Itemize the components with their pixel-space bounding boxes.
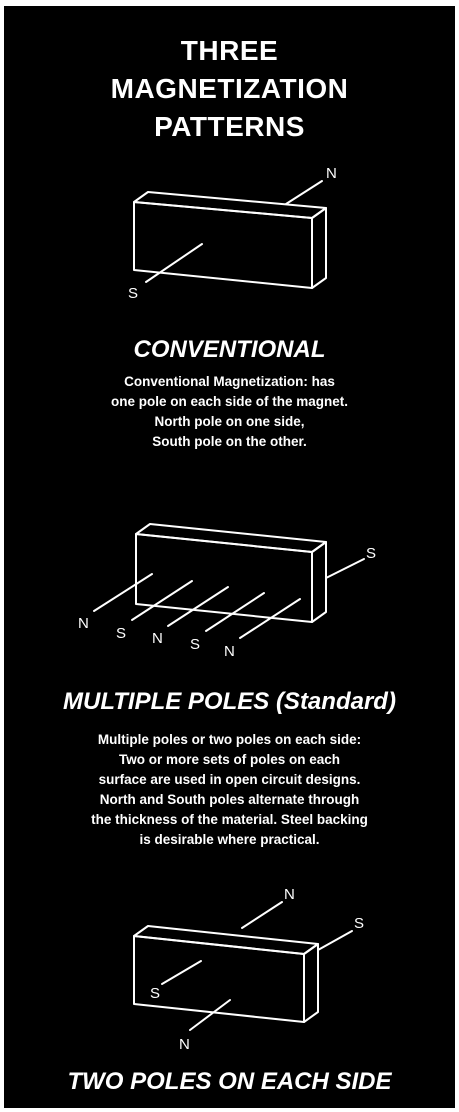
- pole-leader-line: [317, 930, 353, 951]
- pole-leader-line: [241, 901, 283, 929]
- pole-leader-line: [325, 558, 365, 579]
- description-line: Conventional Magnetization: has: [124, 374, 335, 389]
- pole-label-south: S: [366, 545, 376, 562]
- pole-leader-line: [93, 573, 153, 612]
- magnet-side-face: [311, 541, 327, 623]
- pole-label-north: N: [284, 886, 295, 903]
- pole-label-south: S: [150, 985, 160, 1002]
- description-line: South pole on the other.: [152, 434, 307, 449]
- conventional-magnet-diagram: [133, 180, 327, 289]
- pole-label-north: N: [179, 1036, 190, 1053]
- pole-leader-line: [189, 999, 231, 1031]
- pole-label-south: S: [128, 285, 138, 302]
- magnet-diagrams: N S S N S N S N N S S N: [78, 165, 376, 1053]
- pole-leader-line: [167, 586, 229, 627]
- description-line: Two or more sets of poles on each: [118, 752, 341, 767]
- magnet-side-face: [311, 207, 327, 289]
- pole-label-south: S: [190, 636, 200, 653]
- pole-label-south: S: [354, 915, 364, 932]
- description-line: the thickness of the material. Steel bac…: [91, 812, 368, 827]
- pole-leader-line: [239, 598, 301, 639]
- pole-label-south: S: [116, 625, 126, 642]
- description-line: North pole on one side,: [154, 414, 305, 429]
- description-line: surface are used in open circuit designs…: [98, 772, 361, 787]
- pole-label-north: N: [326, 165, 337, 182]
- title-line: MAGNETIZATION: [110, 73, 349, 104]
- pole-label-north: N: [78, 615, 89, 632]
- page-title: THREE MAGNETIZATION PATTERNS: [4, 32, 455, 146]
- pole-leader-line: [285, 180, 323, 205]
- multiple-poles-heading: MULTIPLE POLES (Standard): [63, 688, 396, 715]
- pole-label-north: N: [152, 630, 163, 647]
- magnet-top-face: [135, 523, 327, 553]
- conventional-description: Conventional Magnetization: has one pole…: [4, 372, 455, 452]
- pole-leader-line: [145, 243, 203, 283]
- pole-leader-line: [161, 960, 202, 985]
- description-line: one pole on each side of the magnet.: [110, 394, 349, 409]
- magnetization-panel: THREE MAGNETIZATION PATTERNS: [4, 6, 455, 1108]
- two-poles-heading: TWO POLES ON EACH SIDE: [67, 1068, 392, 1095]
- description-line: is desirable where practical.: [139, 832, 320, 847]
- pole-leader-line: [131, 580, 193, 621]
- magnet-top-face: [133, 925, 319, 955]
- multiple-poles-description: Multiple poles or two poles on each side…: [4, 730, 455, 850]
- multiple-poles-magnet-diagram: [93, 523, 365, 639]
- title-line: THREE: [180, 35, 279, 66]
- pole-leader-line: [205, 592, 265, 632]
- description-line: Multiple poles or two poles on each side…: [97, 732, 362, 747]
- pole-label-north: N: [224, 643, 235, 660]
- description-line: North and South poles alternate through: [99, 792, 360, 807]
- title-line: PATTERNS: [154, 111, 305, 142]
- two-poles-magnet-diagram: [133, 901, 353, 1031]
- conventional-heading: CONVENTIONAL: [133, 336, 326, 363]
- magnet-side-face: [303, 943, 319, 1023]
